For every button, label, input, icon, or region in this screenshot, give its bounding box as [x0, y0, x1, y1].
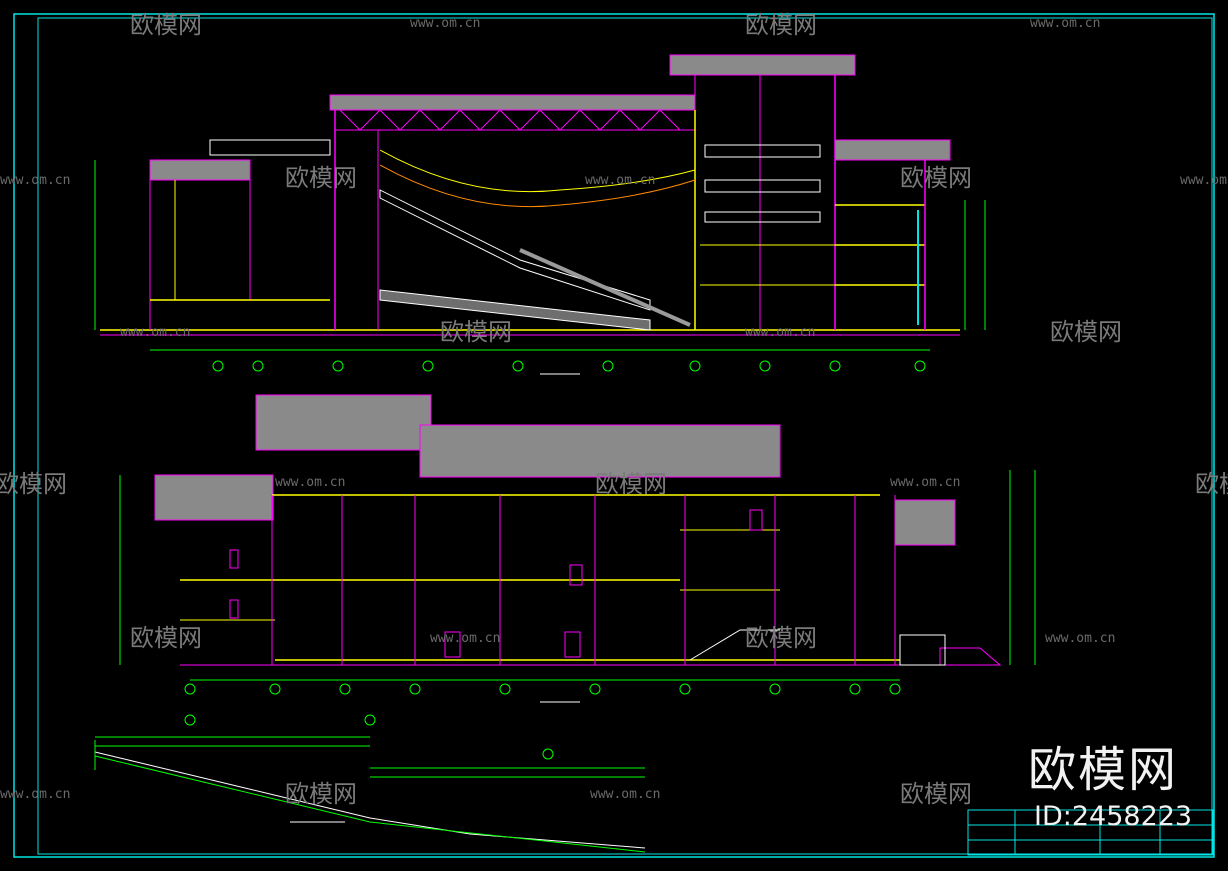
watermark-site: www.om.cn: [120, 325, 190, 340]
watermark-site: www.om.cn: [430, 631, 500, 646]
watermark-brand: 欧模网: [0, 470, 67, 498]
watermark-brand: 欧模网: [1050, 318, 1122, 346]
watermark-site: www.om.cn: [0, 787, 70, 802]
watermark-brand: 欧模网: [440, 318, 512, 346]
watermark-site: www.om.cn: [1180, 173, 1228, 188]
outer-frame: [13, 13, 1215, 858]
watermark-site: www.om.cn: [0, 173, 70, 188]
watermark-brand: 欧模网: [285, 780, 357, 808]
watermark-site: www.om.cn: [410, 16, 480, 31]
watermark-brand: 欧模网: [130, 624, 202, 652]
watermark-large-brand: 欧模网: [1028, 742, 1179, 798]
watermark-layer: 欧模网 www.om.cn 欧模网 www.om.cn www.om.cn 欧模…: [0, 11, 1228, 808]
title-block: [967, 809, 1214, 856]
watermark-site: www.om.cn: [1030, 16, 1100, 31]
watermark-brand: 欧模网: [745, 11, 817, 39]
watermark-site: www.om.cn: [590, 787, 660, 802]
watermark-brand: 欧模网: [1195, 470, 1228, 498]
section-2-drawing: [119, 394, 1036, 703]
watermark-site: www.om.cn: [745, 325, 815, 340]
watermark-brand: 欧模网: [900, 780, 972, 808]
watermark-brand: 欧模网: [595, 470, 667, 498]
watermark-site: www.om.cn: [585, 173, 655, 188]
watermark-brand: 欧模网: [285, 164, 357, 192]
watermark-brand: 欧模网: [900, 164, 972, 192]
watermark-site: www.om.cn: [1045, 631, 1115, 646]
watermark-site: www.om.cn: [275, 475, 345, 490]
section-1-drawing: [94, 54, 986, 375]
seating-detail-drawing: [94, 714, 646, 853]
watermark-id-label: ID:2458223: [1034, 801, 1193, 832]
watermark-brand: 欧模网: [745, 624, 817, 652]
inner-frame: [37, 17, 1213, 855]
watermark-site: www.om.cn: [890, 475, 960, 490]
watermark-brand: 欧模网: [130, 11, 202, 39]
